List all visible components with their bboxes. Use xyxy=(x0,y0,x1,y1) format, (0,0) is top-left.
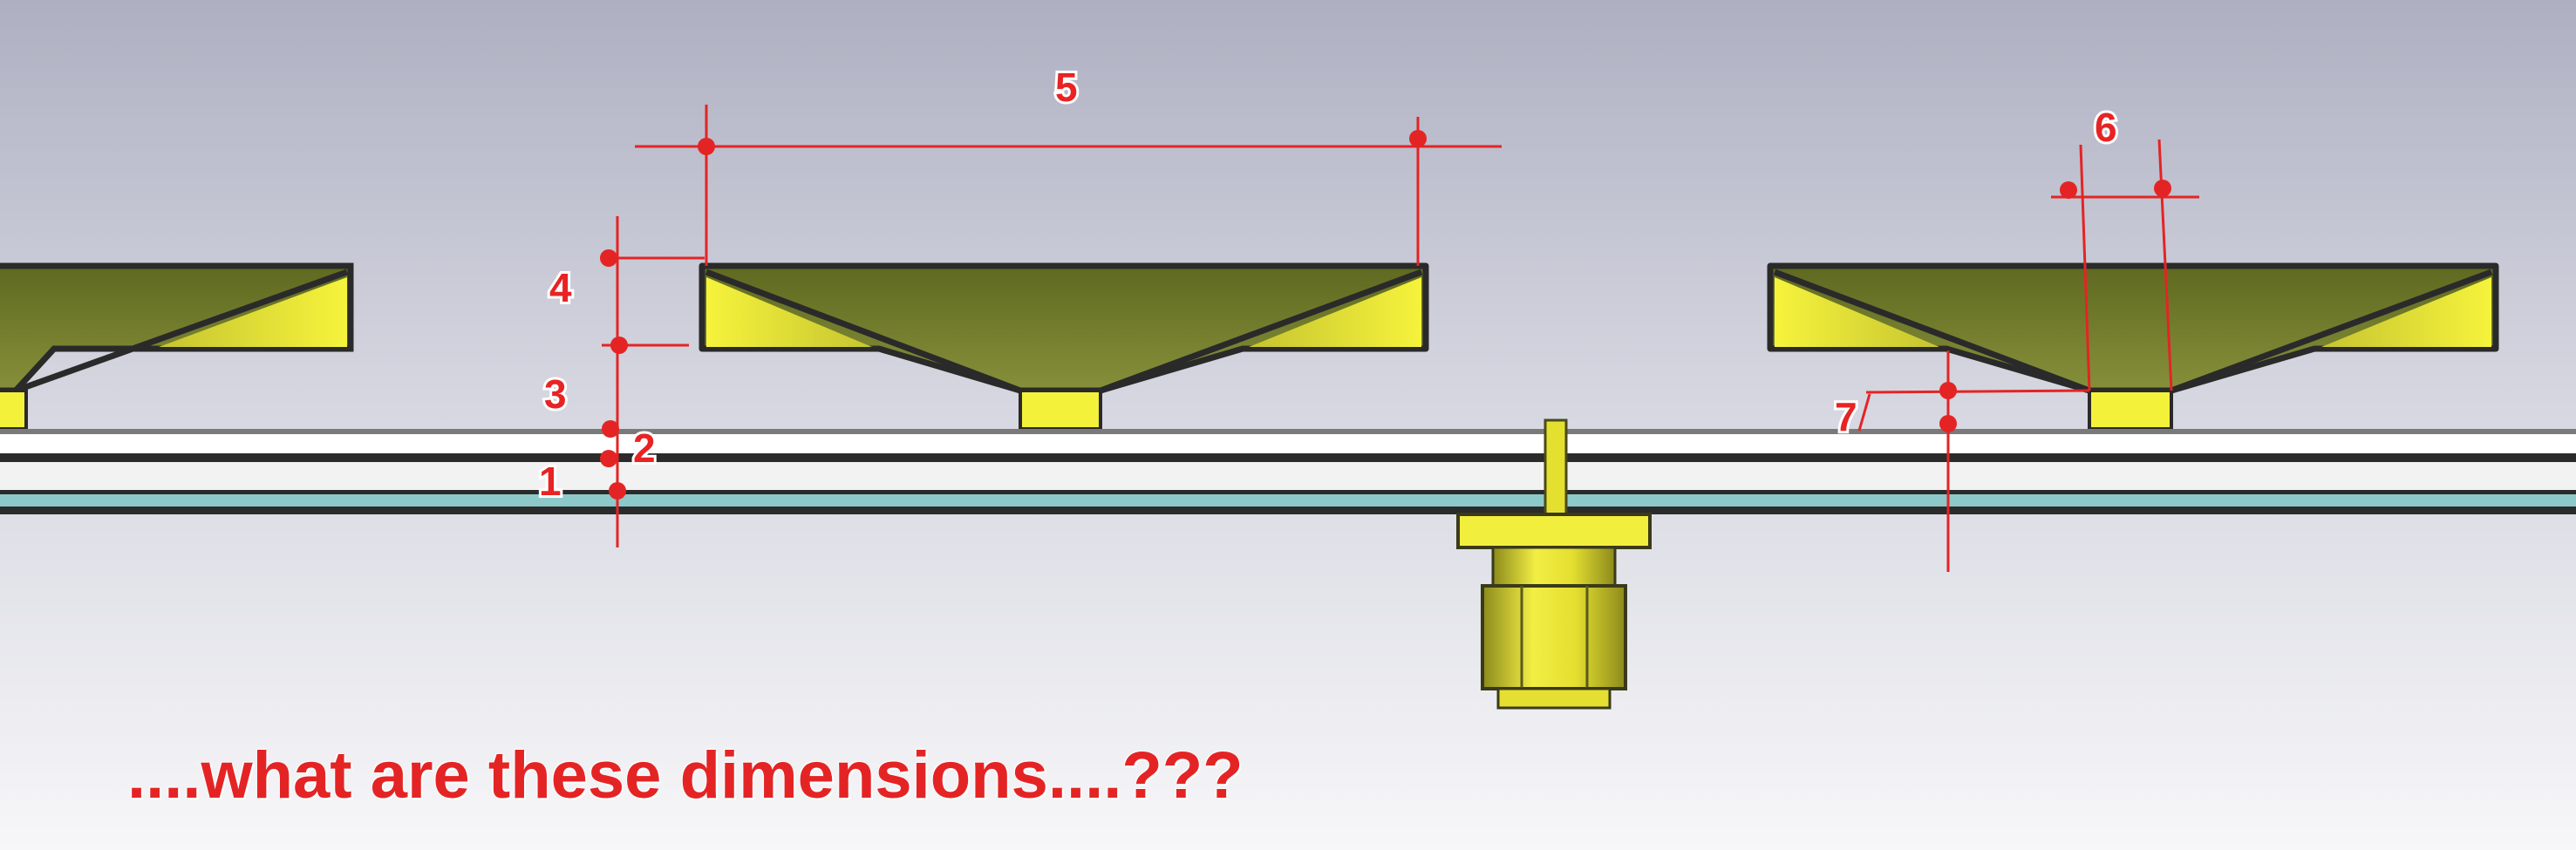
center-horn-antenna xyxy=(699,262,1429,431)
dim-label-6: 6 xyxy=(2095,105,2117,150)
dim-point xyxy=(609,482,626,500)
right-horn-inner-face-right xyxy=(2321,277,2491,347)
center-horn-feed xyxy=(1019,389,1102,431)
substrate-stack xyxy=(0,429,2576,514)
center-horn-inner-face-left xyxy=(706,277,872,347)
bottom-metal-layer xyxy=(0,490,2576,494)
dim-label-3: 3 xyxy=(544,371,567,417)
dim-point xyxy=(600,450,617,467)
upper-dielectric xyxy=(0,434,2576,453)
right-horn-antenna xyxy=(1767,262,2499,431)
dim-point xyxy=(600,249,617,267)
right-horn-inner-face-left xyxy=(1775,277,1939,347)
dim-point xyxy=(698,138,715,155)
dim-point xyxy=(2060,181,2077,199)
left-horn-body xyxy=(0,262,354,394)
center-horn-inner-face-right xyxy=(1249,277,1421,347)
dim-label-7: 7 xyxy=(1835,394,1857,439)
dim-point xyxy=(610,337,628,354)
dim-point xyxy=(602,420,619,438)
dim-label-1: 1 xyxy=(539,459,562,504)
dim-label-4: 4 xyxy=(549,265,572,310)
left-horn-antenna xyxy=(0,262,354,431)
substrate-teal-layer xyxy=(0,494,2576,507)
dim-label-2: 2 xyxy=(633,425,656,471)
left-horn-inner-face xyxy=(159,277,347,347)
connector-center-pin xyxy=(1544,418,1568,518)
dim-label-5: 5 xyxy=(1055,65,1078,110)
question-caption: ....what are these dimensions....??? xyxy=(127,738,1244,813)
connector-tail xyxy=(1496,687,1612,710)
lower-dielectric xyxy=(0,462,2576,490)
connector-neck xyxy=(1491,546,1617,588)
top-metal-layer xyxy=(0,429,2576,434)
ground-plane xyxy=(0,453,2576,462)
dim-point xyxy=(1939,415,1957,432)
dim-7-leader xyxy=(1857,393,1871,432)
left-horn-feed xyxy=(0,389,28,431)
dim-6-extension-left xyxy=(2079,144,2091,391)
right-horn-feed xyxy=(2088,389,2173,431)
bottom-ground-layer xyxy=(0,507,2576,514)
dim-7-extension xyxy=(1865,389,2090,394)
sma-connector xyxy=(1456,418,1652,710)
dimension-points xyxy=(600,130,2171,500)
dim-point xyxy=(2154,180,2171,197)
dim-point xyxy=(1409,130,1427,147)
dimension-labels: 1 2 3 4 5 6 7 xyxy=(536,62,2120,507)
connector-hex-nut xyxy=(1481,584,1627,690)
dim-point xyxy=(1939,382,1957,399)
connector-flange xyxy=(1456,513,1652,549)
